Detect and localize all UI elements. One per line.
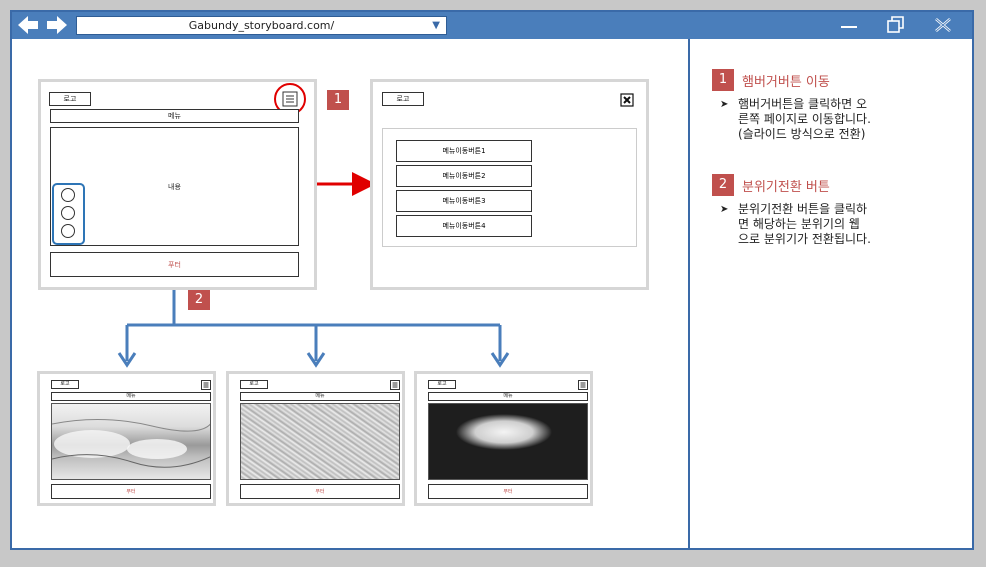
mood-connector — [117, 290, 510, 368]
back-arrow-icon[interactable] — [16, 15, 40, 35]
dropdown-arrow-icon[interactable]: ▼ — [432, 20, 440, 31]
footer: 푸터 — [50, 252, 299, 277]
menu-panel: 메뉴이동버튼1 메뉴이동버튼2 메뉴이동버튼3 메뉴이동버튼4 — [382, 128, 637, 247]
main-page-wireframe: 로고 메뉴 내용 푸터 — [38, 79, 317, 290]
menu-bar: 메뉴 — [50, 109, 299, 123]
address-bar[interactable]: Gabundy_storyboard.com/ ▼ — [76, 16, 447, 35]
footer: 푸터 — [428, 484, 588, 499]
mood-button-3[interactable] — [61, 224, 75, 238]
browser-window: Gabundy_storyboard.com/ ▼ — [10, 10, 974, 550]
logo-box: 로고 — [240, 380, 268, 389]
description-panel: 1 햄버거버튼 이동 ➤ 햄버거버튼을 클릭하면 오 른쪽 페이지로 이동합니다… — [688, 39, 972, 548]
mood-button-2[interactable] — [61, 206, 75, 220]
menu-item[interactable]: 메뉴이동버튼3 — [396, 190, 532, 212]
footer: 푸터 — [51, 484, 211, 499]
annotation-badge-2: 2 — [188, 290, 210, 310]
close-icon[interactable] — [932, 15, 954, 35]
arrow-bullet-icon: ➤ — [720, 204, 729, 215]
hamburger-menu-icon[interactable] — [578, 380, 588, 390]
footer-label: 푸터 — [315, 489, 325, 495]
minimize-icon[interactable] — [838, 15, 860, 35]
menu-item[interactable]: 메뉴이동버튼1 — [396, 140, 532, 162]
footer-label: 푸터 — [126, 489, 136, 495]
menu-bar: 메뉴 — [428, 392, 588, 401]
logo-box: 로고 — [428, 380, 456, 389]
hamburger-menu-icon[interactable] — [390, 380, 400, 390]
menu-item[interactable]: 메뉴이동버튼4 — [396, 215, 532, 237]
note-title: 분위기전환 버튼 — [742, 179, 830, 195]
menu-bar: 메뉴 — [240, 392, 400, 401]
texture-sketch-image — [240, 403, 400, 480]
mood-button-1[interactable] — [61, 188, 75, 202]
footer-label: 푸터 — [503, 489, 513, 495]
note-text: 햄버거버튼을 클릭하면 오 른쪽 페이지로 이동합니다. (슬라이드 방식으로 … — [738, 97, 871, 141]
note-title: 햄버거버튼 이동 — [742, 74, 830, 90]
browser-toolbar: Gabundy_storyboard.com/ ▼ — [12, 12, 972, 39]
logo-box: 로고 — [49, 92, 91, 106]
url-text: Gabundy_storyboard.com/ — [188, 19, 335, 32]
logo-box: 로고 — [51, 380, 79, 389]
logo-box: 로고 — [382, 92, 424, 106]
footer-label: 푸터 — [168, 260, 181, 269]
note-text: 분위기전환 버튼을 클릭하 면 해당하는 분위기의 웹 으로 분위기가 전환됩니… — [738, 202, 871, 246]
hamburger-menu-icon[interactable] — [282, 91, 298, 107]
forward-arrow-icon[interactable] — [45, 15, 69, 35]
cloud-sketch-image-light — [51, 403, 211, 480]
note-2: 2 분위기전환 버튼 ➤ 분위기전환 버튼을 클릭하 면 해당하는 분위기의 웹… — [712, 174, 932, 247]
footer: 푸터 — [240, 484, 400, 499]
note-1: 1 햄버거버튼 이동 ➤ 햄버거버튼을 클릭하면 오 른쪽 페이지로 이동합니다… — [712, 69, 932, 142]
content-label: 내용 — [168, 182, 181, 191]
mood-variant-3: 로고 메뉴 푸터 — [414, 371, 593, 506]
note-number-badge: 1 — [712, 69, 734, 91]
menu-item[interactable]: 메뉴이동버튼2 — [396, 165, 532, 187]
content-area: 내용 — [50, 127, 299, 246]
arrow-bullet-icon: ➤ — [720, 99, 729, 110]
annotation-badge-1: 1 — [327, 90, 349, 110]
restore-icon[interactable] — [884, 15, 906, 35]
cloud-sketch-image-dark — [428, 403, 588, 480]
close-menu-icon[interactable] — [620, 93, 634, 107]
mood-button-group — [52, 183, 85, 245]
mood-variant-2: 로고 메뉴 푸터 — [226, 371, 405, 506]
menu-page-wireframe: 로고 메뉴이동버튼1 메뉴이동버튼2 메뉴이동버튼3 메뉴이동버튼4 — [370, 79, 649, 290]
mood-variant-1: 로고 메뉴 푸터 — [37, 371, 216, 506]
flow-connectors — [117, 172, 510, 368]
note-number-badge: 2 — [712, 174, 734, 196]
hamburger-menu-icon[interactable] — [201, 380, 211, 390]
menu-bar: 메뉴 — [51, 392, 211, 401]
